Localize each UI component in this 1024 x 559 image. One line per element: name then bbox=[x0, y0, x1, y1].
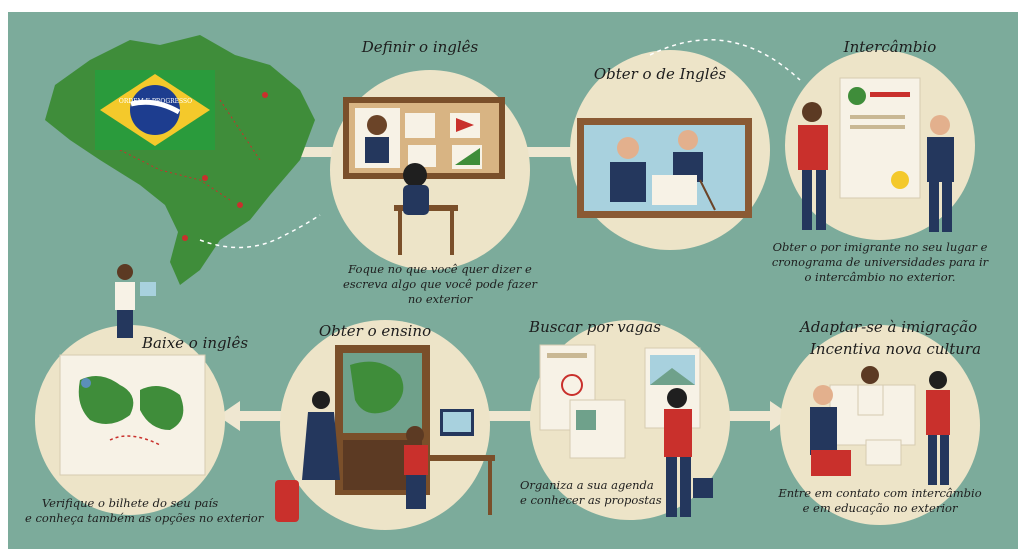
arrow-step6-to-step5 bbox=[480, 411, 538, 421]
step4-caption: Verifique o bilhete do seu país e conheç… bbox=[25, 496, 264, 525]
step4-title: Baixe o inglês bbox=[141, 334, 249, 352]
step2-illustration bbox=[577, 118, 752, 218]
step5-title: Obter o ensino bbox=[318, 322, 432, 340]
step5-illustration bbox=[275, 345, 495, 522]
step6-title: Buscar por vagas bbox=[529, 318, 661, 336]
brazil-map bbox=[45, 35, 321, 285]
step6-illustration bbox=[539, 344, 713, 517]
step7-subtitle: Incentiva nova cultura bbox=[810, 340, 982, 358]
step7-title: Adaptar-se à imigração bbox=[800, 318, 978, 336]
flag-motto: ORDEM E PROGRESSO bbox=[118, 98, 193, 105]
step4-illustration bbox=[59, 264, 206, 476]
step3-title: Intercâmbio bbox=[843, 38, 937, 56]
step7-caption: Entre em contato com intercâmbio e em ed… bbox=[778, 486, 982, 515]
step6-caption: Organiza a sua agenda e conhecer as prop… bbox=[520, 478, 662, 507]
step3-illustration bbox=[798, 77, 954, 232]
step2-title: Obter o de Inglês bbox=[593, 65, 727, 83]
brazil-flag bbox=[95, 70, 215, 150]
step1-title: Definir o inglês bbox=[361, 38, 479, 56]
step7-illustration bbox=[810, 366, 950, 485]
arrow-step6-to-step7 bbox=[720, 401, 792, 431]
arrow-step4-to-step5 bbox=[218, 401, 300, 431]
step1-caption: Foque no que você quer dizer e escreva a… bbox=[342, 262, 538, 306]
step1-illustration bbox=[343, 97, 505, 255]
step3-caption: Obter o por imigrante no seu lugar e cro… bbox=[771, 240, 989, 284]
